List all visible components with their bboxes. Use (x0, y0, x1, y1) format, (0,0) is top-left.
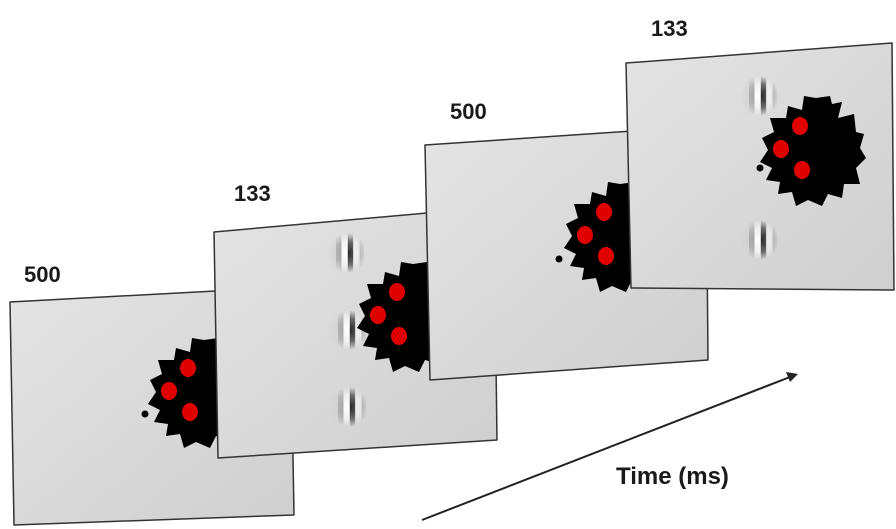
red-dot-2 (773, 140, 789, 158)
target-blob (357, 262, 463, 372)
red-dot-3 (598, 247, 614, 265)
frame-2 (213, 206, 498, 459)
red-dot-1 (389, 283, 405, 301)
target-blob (148, 338, 254, 448)
red-dot-3 (391, 327, 407, 345)
time-arrow (421, 372, 798, 521)
red-dot-3 (182, 403, 198, 421)
red-dot-2 (370, 306, 386, 324)
frame-1-duration-label: 500 (24, 262, 61, 287)
red-dot-2 (577, 226, 593, 244)
red-dot-1 (596, 203, 612, 221)
frame-2-duration-label: 133 (234, 181, 271, 206)
frame-4 (625, 42, 895, 291)
red-dot-2 (161, 382, 177, 400)
grating-patch-2 (740, 220, 780, 260)
red-dot-1 (180, 359, 196, 377)
grating-patch-3 (329, 387, 369, 427)
red-dot-1 (792, 117, 808, 135)
red-dot-3 (794, 161, 810, 179)
fixation-dot (555, 255, 563, 263)
time-axis-label: Time (ms) (616, 463, 729, 490)
fixation-dot (756, 164, 764, 172)
frame-3-duration-label: 500 (450, 99, 487, 124)
grating-patch-1 (327, 233, 367, 273)
target-blob (564, 182, 670, 292)
frame-4-duration-label: 133 (651, 16, 688, 41)
time-arrow-head (786, 372, 798, 382)
grating-patch-1 (740, 76, 780, 116)
target-blob (760, 96, 866, 206)
time-arrow-line (421, 376, 791, 521)
fixation-dot (141, 410, 149, 418)
